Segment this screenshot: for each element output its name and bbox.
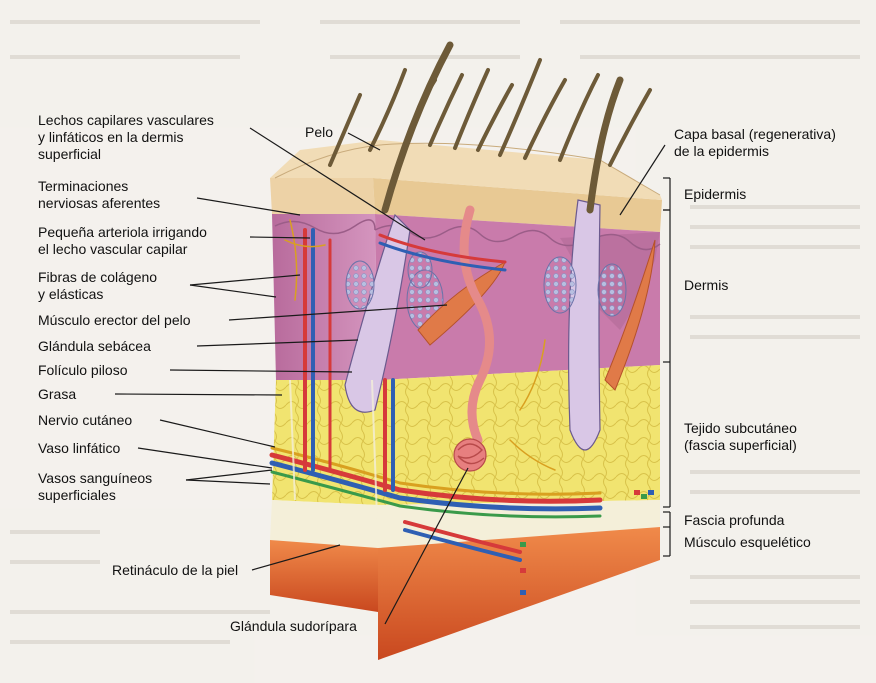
label-arteriola-1: Pequeña arteriola irrigando	[38, 224, 207, 241]
label-grasa: Grasa	[38, 386, 76, 403]
label-nervio: Nervio cutáneo	[38, 412, 132, 429]
label-sudoripara: Glándula sudorípara	[230, 618, 357, 635]
label-lechos-2: y linfáticos en la dermis	[38, 129, 184, 146]
sweat-gland-coil	[454, 439, 486, 471]
label-capa-basal-1: Capa basal (regenerativa)	[674, 126, 836, 143]
label-capa-basal-2: de la epidermis	[674, 143, 769, 160]
deep-fascia-front	[270, 500, 378, 548]
label-musculo-erector: Músculo erector del pelo	[38, 312, 191, 329]
label-musculo-esqueletico: Músculo esquelético	[684, 534, 811, 551]
label-retinaculo: Retináculo de la piel	[112, 562, 238, 579]
label-glandula-sebacea: Glándula sebácea	[38, 338, 151, 355]
label-subcutaneo-1: Tejido subcutáneo	[684, 420, 797, 437]
label-fibras-2: y elásticas	[38, 286, 103, 303]
label-subcutaneo-2: (fascia superficial)	[684, 437, 797, 454]
label-lechos-3: superficial	[38, 146, 101, 163]
label-dermis: Dermis	[684, 277, 728, 294]
label-fibras-1: Fibras de colágeno	[38, 269, 157, 286]
label-foliculo: Folículo piloso	[38, 362, 128, 379]
label-arteriola-2: el lecho vascular capilar	[38, 241, 187, 258]
label-vasos-1: Vasos sanguíneos	[38, 470, 152, 487]
label-vasos-2: superficiales	[38, 487, 116, 504]
subcutaneous-main	[378, 365, 660, 505]
label-vaso-linfatico: Vaso linfático	[38, 440, 120, 457]
hair-follicle-right	[569, 200, 600, 450]
label-fascia-profunda: Fascia profunda	[684, 512, 784, 529]
epidermis-front	[270, 178, 375, 214]
label-terminaciones-1: Terminaciones	[38, 178, 128, 195]
label-epidermis: Epidermis	[684, 186, 746, 203]
label-lechos-1: Lechos capilares vasculares	[38, 112, 214, 129]
label-terminaciones-2: nerviosas aferentes	[38, 195, 160, 212]
label-pelo: Pelo	[305, 124, 333, 141]
